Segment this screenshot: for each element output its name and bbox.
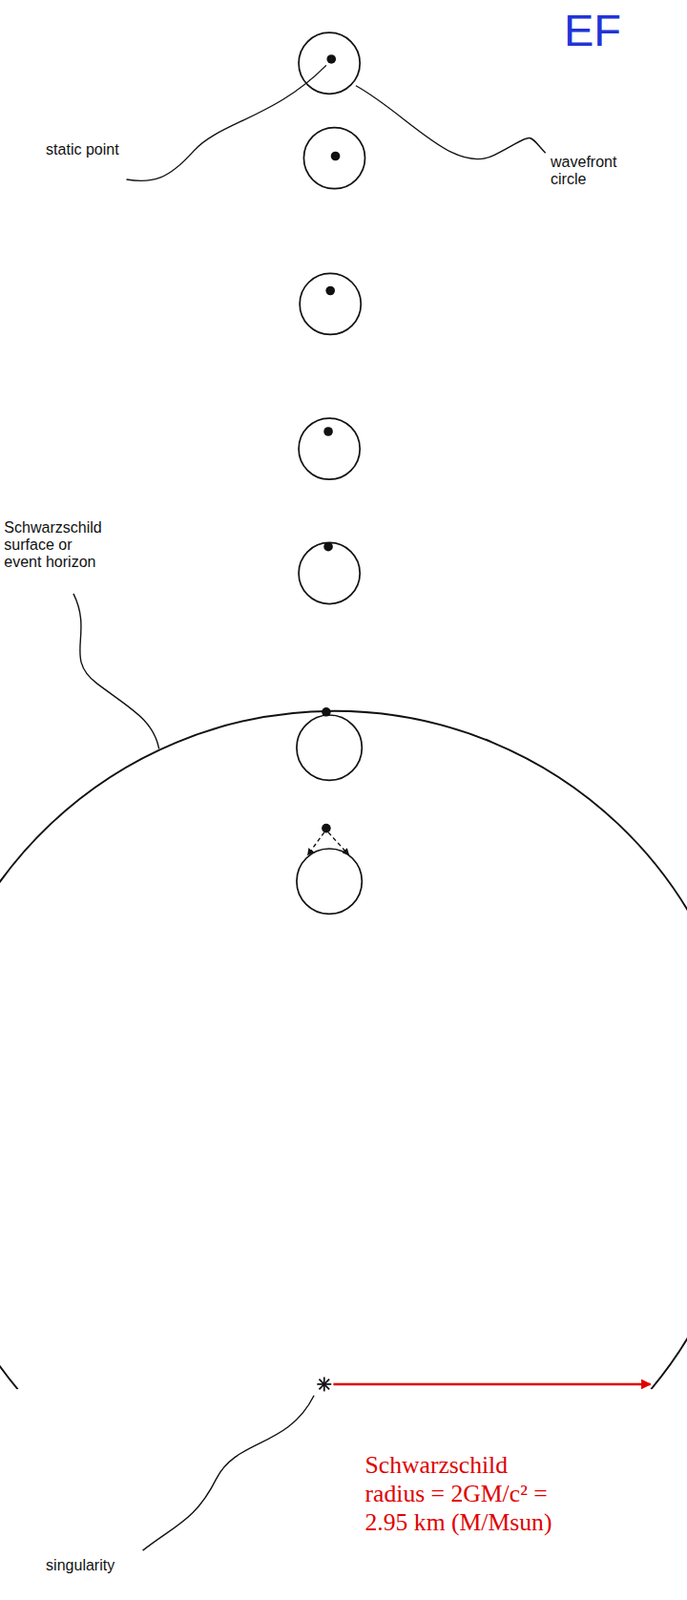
wavefront-circle [303,127,365,189]
static-point [326,54,336,64]
horizon-label: Schwarzschild surface or event horizon [3,518,108,570]
leader-lines [73,64,546,1550]
static-point [321,823,332,833]
dashed-ray [308,832,325,855]
wavefront-circle [298,541,360,604]
wavefront-circle [296,714,362,780]
leader-line [73,593,160,749]
leader-line [355,85,546,160]
title: EF [563,5,622,55]
event-horizon-arc [0,710,687,1390]
wavefront-circle [298,417,360,479]
leader-line [143,1394,315,1550]
static-point [325,286,335,296]
radius-formula: Schwarzschild radius = 2GM/c² = 2.95 km … [365,1449,560,1536]
wavefront-circle [299,272,361,334]
wavefront-label: wavefront circle [550,152,632,188]
static-point-label: static point [45,140,120,158]
static-point [331,151,341,162]
wavefront-circle [298,32,360,94]
static-point [323,541,334,552]
radius-arrow [333,1382,650,1386]
singularity-label: singularity [45,1556,148,1574]
wavefront-circle [296,848,362,914]
dashed-ray [328,832,349,855]
static-point [323,426,334,437]
wavefront-circles [296,32,366,914]
leader-line [125,64,326,181]
static-points [321,54,340,833]
singularity-star [316,1375,332,1391]
light-cone-dashes [308,832,350,855]
